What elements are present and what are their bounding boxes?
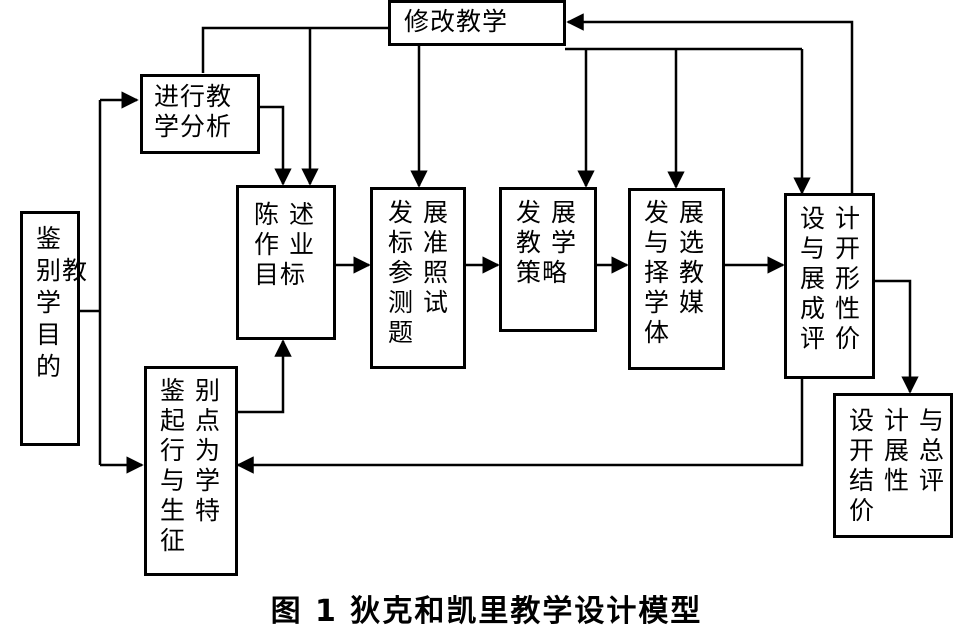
instructional-strategy-line-2: 教 学	[516, 228, 577, 257]
summative-evaluation-box	[833, 393, 953, 538]
revise-instruction-box	[388, 0, 566, 46]
instructional-analysis-line-2: 学分析	[154, 112, 233, 141]
criterion-tests-line-4: 测 试	[388, 288, 449, 317]
arrow-analysis-to-objectives	[260, 105, 292, 186]
instructional-goals-box	[20, 211, 80, 446]
formative-evaluation-line-4: 成 性	[800, 294, 861, 323]
instructional-media-line-3: 择 教	[644, 258, 705, 287]
criterion-tests-line-2: 标 准	[388, 228, 449, 257]
goals-branch-line	[80, 100, 102, 465]
arrow-formative-to-summative	[875, 279, 919, 394]
formative-evaluation-line-3: 展 形	[800, 264, 861, 293]
instructional-media-line-4: 学 媒	[644, 288, 705, 317]
criterion-tests-line-1: 发 展	[388, 198, 449, 227]
criterion-tests-line-3: 参 照	[388, 258, 449, 287]
performance-objectives-box	[236, 185, 336, 340]
instructional-goals-line-1: 鉴	[36, 224, 63, 253]
summative-evaluation-line-2: 开 展 总	[849, 436, 945, 465]
arrow-formative-to-revise	[566, 13, 854, 193]
entry-behaviors-line-4: 与 学	[160, 466, 221, 495]
instructional-analysis-box	[140, 74, 260, 154]
entry-behaviors-line-2: 起 点	[160, 406, 221, 435]
instructional-media-line-1: 发 展	[644, 198, 705, 227]
summative-evaluation-line-4: 价	[849, 496, 876, 525]
instructional-goals-line-3: 学	[36, 288, 63, 317]
performance-objectives-line-1: 陈 述	[254, 200, 315, 229]
revise-instruction-line-1: 修改教学	[404, 7, 509, 36]
instructional-media-box	[628, 188, 725, 370]
entry-behaviors-line-1: 鉴 别	[160, 376, 221, 405]
revise-to-analysis-line	[201, 26, 388, 73]
formative-evaluation-line-1: 设 计	[800, 204, 861, 233]
summative-evaluation-line-1: 设 计 与	[849, 406, 945, 435]
instructional-analysis-line-1: 进行教	[154, 82, 233, 111]
summative-evaluation-line-3: 结 性 评	[849, 466, 945, 495]
performance-objectives-line-3: 目标	[254, 260, 307, 289]
performance-objectives-line-2: 作 业	[254, 230, 315, 259]
entry-behaviors-box	[144, 366, 238, 576]
instructional-media-line-5: 体	[644, 318, 671, 347]
criterion-tests-box	[370, 187, 466, 369]
criterion-tests-line-5: 题	[388, 318, 415, 347]
entry-behaviors-line-6: 征	[160, 526, 187, 555]
entry-behaviors-line-5: 生 特	[160, 496, 221, 525]
formative-evaluation-box	[784, 193, 875, 379]
instructional-goals-line-4: 目	[36, 320, 63, 349]
instructional-strategy-line-1: 发 展	[516, 198, 577, 227]
arrow-entry-to-objectives	[238, 339, 292, 414]
instructional-goals-line-2: 别教	[36, 256, 89, 285]
instructional-strategy-line-3: 策略	[516, 258, 569, 287]
formative-evaluation-line-2: 与 开	[800, 234, 861, 263]
entry-behaviors-line-3: 行 为	[160, 436, 221, 465]
instructional-goals-line-5: 的	[36, 352, 63, 381]
figure-caption: 图 1 狄克和凯里教学设计模型	[270, 594, 703, 628]
instructional-media-line-2: 与 选	[644, 228, 705, 257]
instructional-strategy-box	[499, 187, 597, 332]
arrow-formative-to-entry	[236, 379, 804, 474]
formative-evaluation-line-5: 评 价	[800, 324, 861, 353]
